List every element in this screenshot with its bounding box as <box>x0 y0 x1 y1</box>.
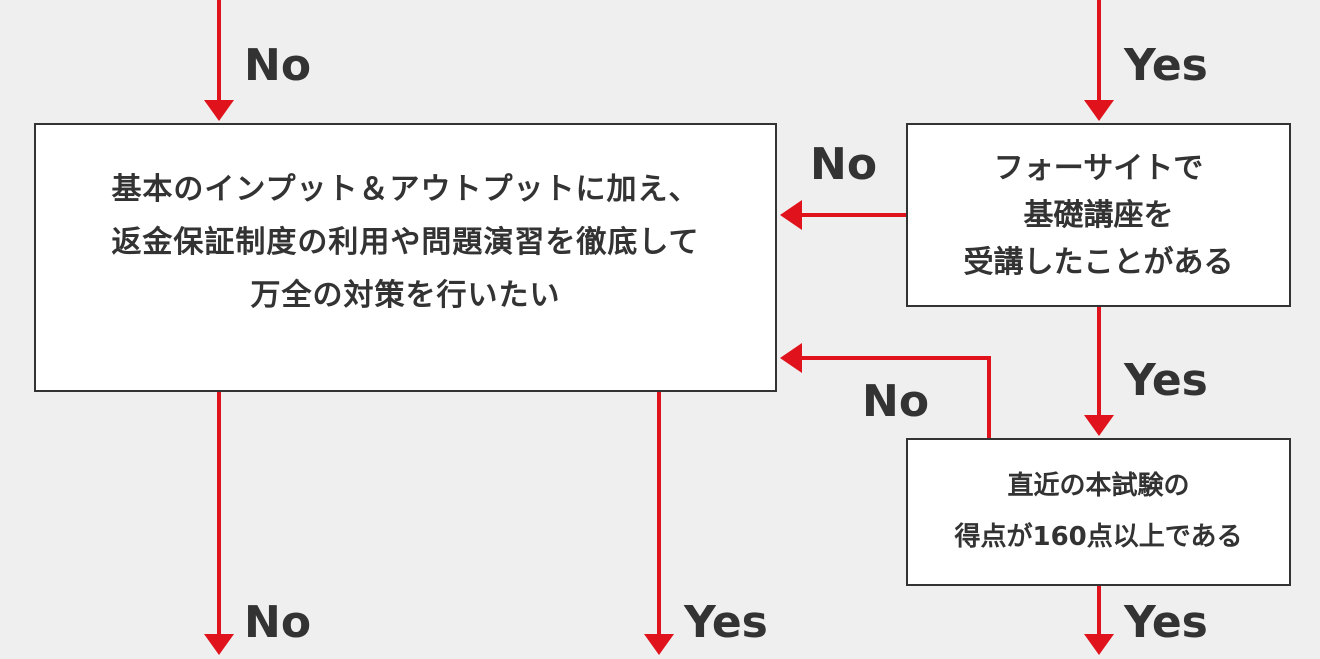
score-question-box: 直近の本試験の 得点が160点以上である <box>906 438 1291 586</box>
arrowhead-top-right <box>1084 100 1114 121</box>
label-bottom-mid-yes: Yes <box>684 597 768 648</box>
label-foresight-yes: Yes <box>1124 355 1208 406</box>
foresight-question-text: フォーサイトで 基礎講座を 受講したことがある <box>963 150 1234 280</box>
label-top-right-yes: Yes <box>1124 40 1208 91</box>
main-option-box: 基本のインプット＆アウトプットに加え、 返金保証制度の利用や問題演習を徹底して … <box>34 123 777 392</box>
arrowhead-top-left <box>204 100 234 121</box>
arrowhead-foresight-no <box>780 200 802 230</box>
label-foresight-no: No <box>810 139 878 190</box>
score-question-text: 直近の本試験の 得点が160点以上である <box>954 471 1243 552</box>
arrowhead-bottom-left <box>204 634 234 655</box>
label-score-no: No <box>862 376 930 427</box>
label-bottom-right-yes: Yes <box>1124 597 1208 648</box>
arrowhead-score-no <box>780 343 802 373</box>
arrowhead-bottom-right <box>1084 634 1114 655</box>
arrowhead-bottom-mid <box>644 634 674 655</box>
arrowhead-foresight-yes <box>1084 415 1114 436</box>
arrow-score-no <box>798 356 991 438</box>
label-top-left-no: No <box>244 40 312 91</box>
main-option-text: 基本のインプット＆アウトプットに加え、 返金保証制度の利用や問題演習を徹底して … <box>111 172 700 313</box>
foresight-question-box: フォーサイトで 基礎講座を 受講したことがある <box>906 123 1291 307</box>
label-bottom-left-no: No <box>244 597 312 648</box>
